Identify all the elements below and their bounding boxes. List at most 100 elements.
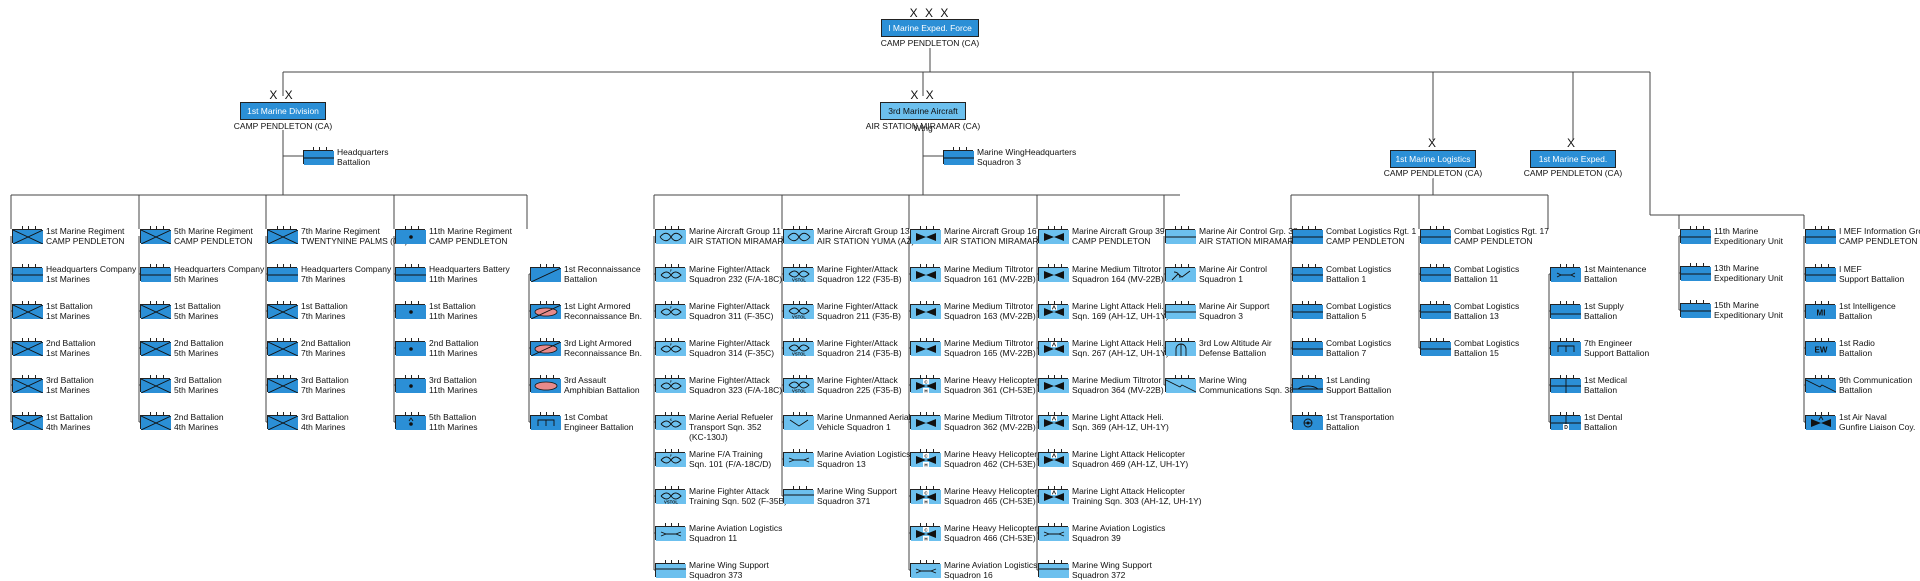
echelon-ticks (953, 147, 967, 151)
echelon-ticks (405, 375, 419, 379)
mlg-command-box[interactable]: 1st Marine Logistics Grp. (1390, 150, 1476, 181)
unit-label-line: Squadron 371 (817, 496, 871, 506)
unit-label-line: Headquarters Company (301, 264, 392, 274)
echelon-ticks (1560, 375, 1574, 379)
unit-label-line: Marine Light Attack Helicopter (1072, 486, 1185, 496)
unit-label-line: Sqn. 169 (AH-1Z, UH-1Y) (1072, 311, 1169, 321)
unit-label-line: Support Battalion (1326, 385, 1392, 395)
fighter-icon: F (655, 264, 686, 282)
unit-label-line: Transport Sqn. 352 (689, 422, 762, 432)
echelon-ticks (793, 226, 807, 230)
unit-label-line: Marine Aircraft Group 13 (817, 226, 910, 236)
unit-label-line: 1st Transportation (1326, 412, 1395, 422)
echelon-ticks (1430, 226, 1444, 230)
echelon-ticks (793, 338, 807, 342)
unit-label-line: 7th Marines (301, 274, 346, 284)
svg-text:H: H (924, 499, 927, 504)
unit-label-line: Battalion (1584, 422, 1618, 432)
meb-echelon-mark: X (1566, 136, 1577, 150)
infantry-icon (12, 226, 43, 244)
unit-label-line: 3rd Battalion (301, 412, 349, 422)
unit-label-line: Marine F/A Training (689, 449, 763, 459)
radar-icon (1165, 264, 1196, 282)
echelon-ticks (405, 301, 419, 305)
echelon-ticks (540, 301, 554, 305)
vstol-icon: VSTOL (655, 486, 686, 504)
echelon-ticks (665, 486, 679, 490)
maintenance-icon (1550, 264, 1581, 282)
echelon-ticks (1048, 449, 1062, 453)
unit-label-line: 11th Marines (429, 422, 478, 432)
unit-label-line: Marine Heavy Helicopter (944, 523, 1038, 533)
echelon-ticks (665, 449, 679, 453)
unit-label-line: Battalion (1839, 311, 1873, 321)
unit-label-line: Marine Fighter/Attack (817, 375, 898, 385)
infantry-icon (267, 338, 298, 356)
div-command-location: CAMP PENDLETON (CA) (233, 121, 333, 131)
unit-label-line: 15th Marine (1714, 300, 1759, 310)
unit-label-line: Marine Fighter/Attack (689, 375, 770, 385)
unit-label-line: Squadron 122 (F35-B) (817, 274, 902, 284)
hq-icon (140, 264, 171, 282)
unit-label-line: Battalion 5 (1326, 311, 1367, 321)
echelon-ticks (920, 449, 934, 453)
unit-label-line: Squadron 362 (MV-22B) (944, 422, 1036, 432)
unit-label-line: Gunfire Liaison Coy. (1839, 422, 1916, 432)
unit-label-line: Marine Aviation Logistics (944, 560, 1038, 570)
echelon-ticks (22, 375, 36, 379)
wing-command-box[interactable]: 3rd Marine Aircraft Wing (880, 102, 966, 133)
infantry-icon (12, 375, 43, 393)
unit-label-line: Marine Wing Support (1072, 560, 1152, 570)
unit-label-line: Engineer Battalion (564, 422, 634, 432)
unit-label-line: Squadron 232 (F/A-18C) (689, 274, 783, 284)
svg-text:F: F (670, 342, 673, 347)
echelon-ticks (1815, 338, 1829, 342)
unit-label-line: 7th Marines (301, 311, 346, 321)
div-command-box[interactable]: 1st Marine Division (240, 102, 326, 120)
unit-label-line: Marine Aviation Logistics (689, 523, 783, 533)
meb-command-box[interactable]: 1st Marine Exped. Bde. (1530, 150, 1616, 181)
infantry-icon (267, 412, 298, 430)
unit-label-line: 4th Marines (46, 422, 91, 432)
unit-label-line: Squadron 164 (MV-22B) (1072, 274, 1164, 284)
unit-label-line: Combat Logistics (1326, 338, 1392, 348)
echelon-ticks (920, 264, 934, 268)
dental-icon: D (1550, 412, 1581, 430)
echelon-ticks (1302, 375, 1316, 379)
fighter-icon: F (655, 301, 686, 319)
echelon-ticks (150, 338, 164, 342)
unit-label-line: Battalion (1839, 348, 1873, 358)
hq-icon (1292, 338, 1323, 356)
top-command-box[interactable]: I Marine Exped. Force (881, 19, 979, 37)
unit-label: Marine Light Attack Heli.Sqn. 169 (AH-1Z… (1072, 301, 1169, 321)
unit-label-line: Marine Aviation Logistics (817, 449, 911, 459)
unit-label-line: Expeditionary Unit (1714, 236, 1783, 246)
tiltrotor-icon (910, 412, 941, 430)
unit-label-line: (KC-130J) (689, 432, 728, 442)
rocket-artillery-icon (395, 412, 426, 430)
echelon-ticks (1815, 264, 1829, 268)
unit-label-line: Defense Battalion (1199, 348, 1267, 358)
svg-text:F: F (670, 268, 673, 273)
echelon-ticks (665, 560, 679, 564)
unit-label-line: Battalion 1 (1326, 274, 1367, 284)
svg-text:K: K (670, 417, 673, 422)
svg-text:VSTOL: VSTOL (792, 351, 806, 356)
